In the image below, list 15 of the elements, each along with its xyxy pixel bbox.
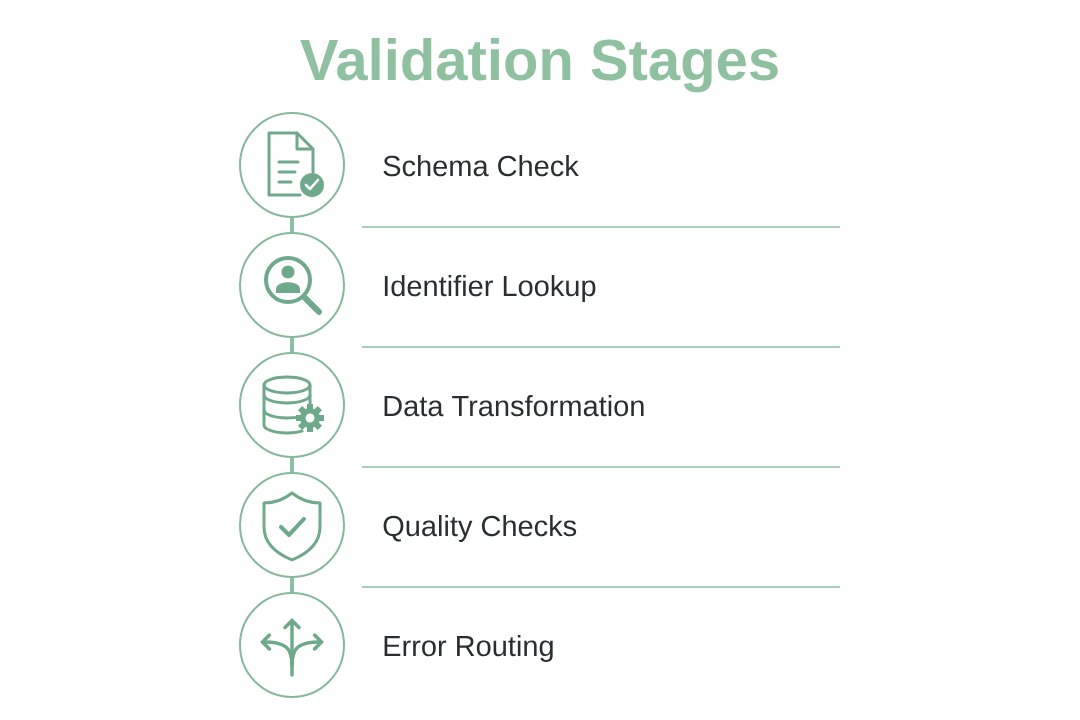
stage-circle	[239, 472, 345, 578]
stage-label: Quality Checks	[383, 514, 577, 542]
title: Validation Stages	[300, 37, 778, 93]
stage-circle	[239, 232, 345, 338]
stage-circle	[239, 112, 345, 218]
stage-label: Data Transformation	[384, 394, 644, 417]
stage-circle	[239, 352, 345, 458]
connector-line	[290, 338, 294, 352]
connector-line	[290, 578, 294, 592]
stage-label: Error Routing	[384, 634, 553, 662]
connector-line	[290, 218, 294, 232]
connector-line	[290, 458, 294, 472]
stage-circle	[239, 592, 345, 698]
stage-label: Identifier Lookup	[384, 274, 596, 302]
stage-label: Schema Check	[383, 154, 579, 177]
